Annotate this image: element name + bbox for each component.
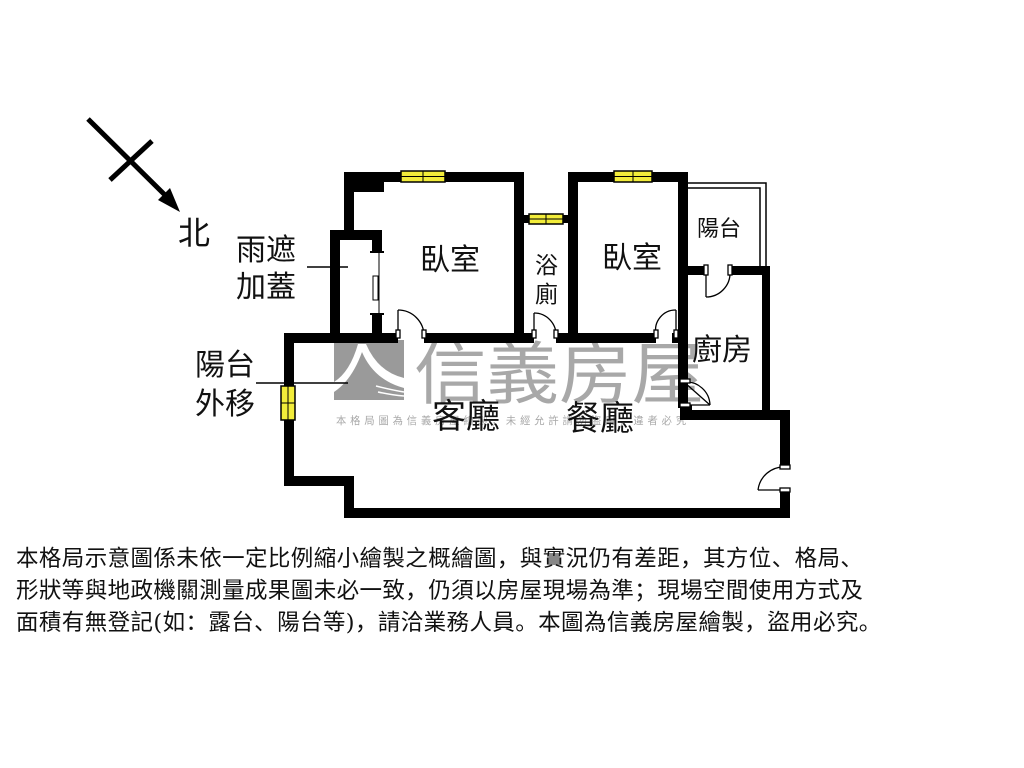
annotation-rain-shelter-2: 加蓋	[236, 270, 296, 305]
room-label-bedroom-2: 臥室	[602, 241, 662, 276]
watermark-logo-icon	[334, 340, 405, 400]
door-entrance	[757, 464, 791, 493]
north-arrow-icon	[86, 117, 180, 212]
door-kitchen	[679, 378, 711, 408]
room-label-bedroom-1: 臥室	[420, 243, 480, 278]
room-label-balcony: 陽台	[697, 217, 741, 242]
window-bedroom1	[400, 170, 446, 183]
room-label-living-room: 客廳	[432, 397, 500, 437]
window-living-left	[280, 385, 296, 421]
annotation-balcony-moved-2: 外移	[195, 387, 255, 422]
disclaimer-line-3: 面積有無登記(如：露台、陽台等)，請洽業務人員。本圖為信義房屋繪製，盜用必究。	[16, 610, 882, 636]
door-bedroom1	[395, 309, 427, 339]
door-balcony	[703, 264, 733, 298]
room-label-bathroom-2: 廁	[535, 282, 558, 308]
doors	[395, 264, 791, 493]
disclaimer: 本格局示意圖係未依一定比例縮小繪製之概繪圖，與實況仍有差距，其方位、格局、 形狀…	[16, 543, 1016, 639]
sliding-window-rain-shelter	[370, 251, 384, 315]
room-label-kitchen: 廚房	[692, 333, 752, 368]
room-label-dining-room: 餐廳	[566, 399, 634, 439]
watermark-notice: 本格局圖為信義房屋繪製，未經允許請勿盜用，違者必究	[336, 414, 690, 427]
annotation-leaders	[256, 266, 348, 384]
compass-north-label: 北	[178, 214, 210, 252]
door-bathroom	[531, 312, 559, 339]
annotation-rain-shelter-1: 雨遮	[236, 233, 296, 268]
disclaimer-line-2: 形狀等與地政機關測量成果圖未必一致，仍須以房屋現場為準；現場空間使用方式及	[16, 578, 864, 604]
window-bathroom	[528, 213, 564, 225]
door-bedroom2	[653, 309, 679, 339]
disclaimer-line-1: 本格局示意圖係未依一定比例縮小繪製之概繪圖，與實況仍有差距，其方位、格局、	[16, 546, 864, 572]
window-bedroom2	[613, 170, 653, 183]
room-label-bathroom-1: 浴	[535, 253, 558, 279]
watermark-brand: 信義房屋	[414, 336, 704, 415]
annotation-balcony-moved-1: 陽台	[195, 348, 255, 383]
windows	[280, 170, 653, 421]
balcony-railing	[688, 182, 767, 268]
